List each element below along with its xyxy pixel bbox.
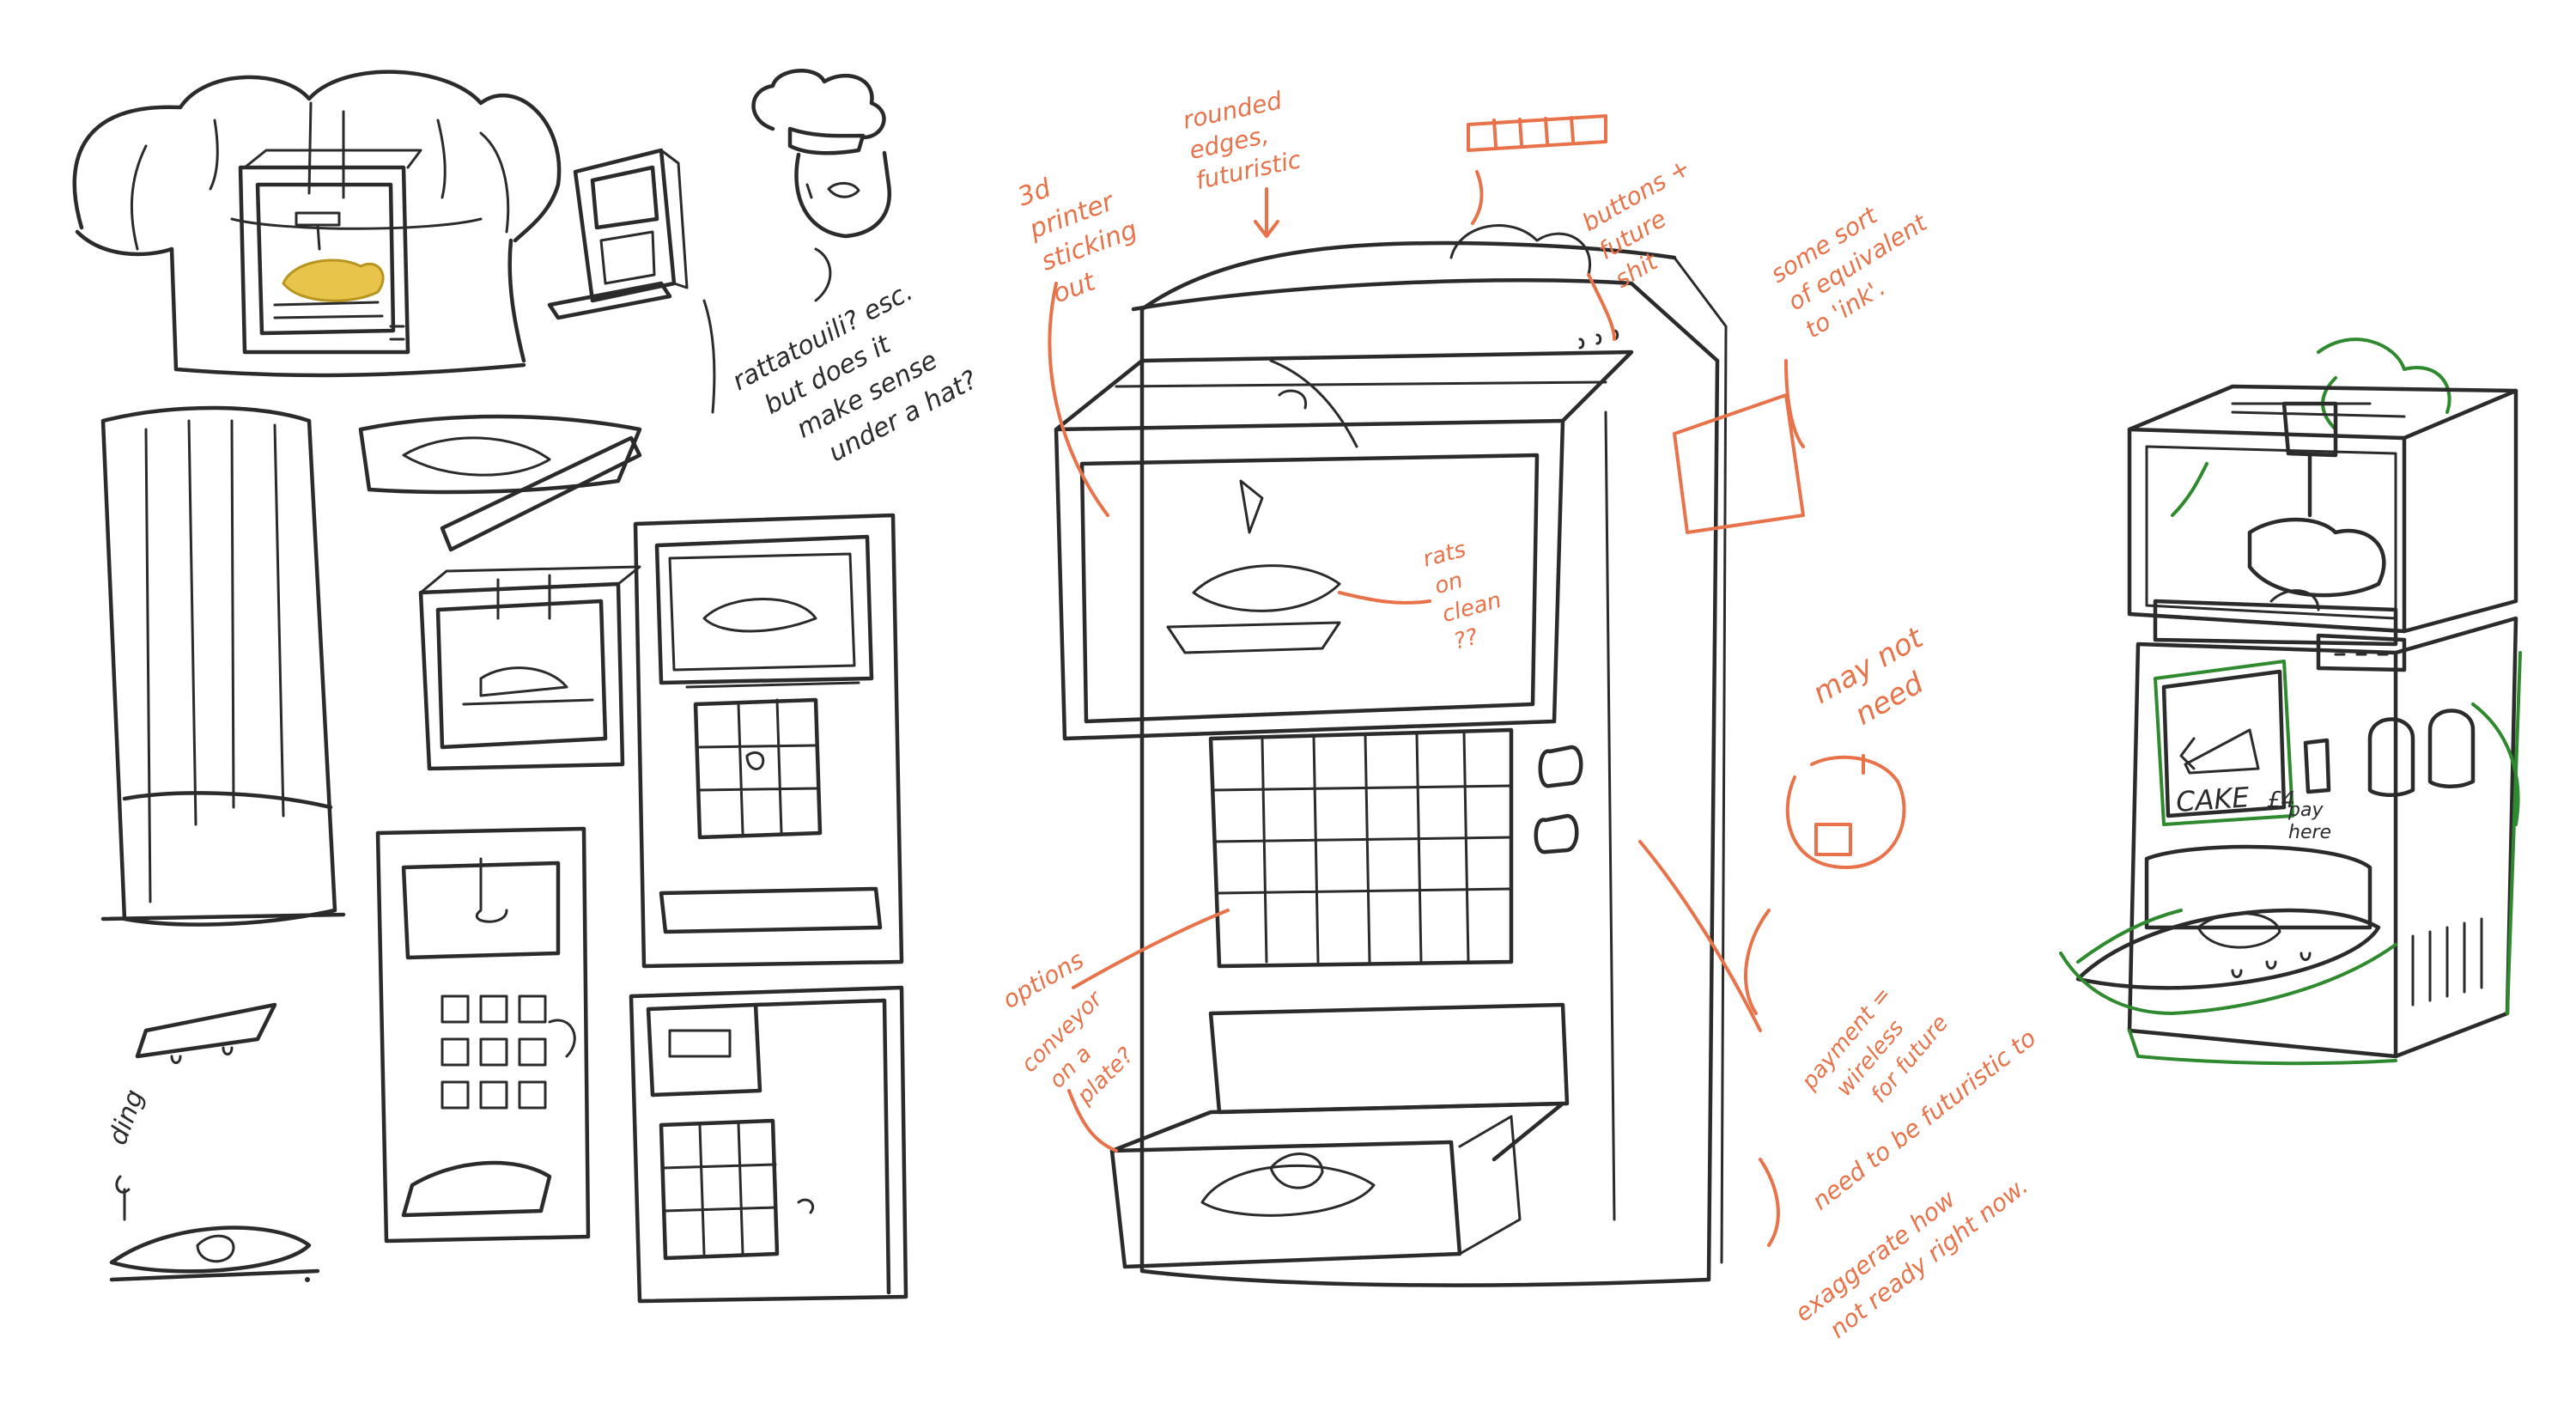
note-exaggerate: exaggerate how not ready right now. (1789, 1145, 2033, 1354)
pay-here-label: pay here (2287, 800, 2331, 843)
ink-dot (305, 1277, 310, 1282)
note-ratatouille: rattatouili? esc. but does it make sense… (727, 270, 982, 493)
cake-label: CAKE (2175, 781, 2251, 818)
chef-hat-printer-sketch (72, 70, 562, 378)
note-may-not-need: may not need (1807, 616, 1957, 745)
ding-plate-sketch: ding (103, 1086, 320, 1282)
mini-vending-sketch (547, 148, 689, 320)
plate-knife-sketch (358, 414, 642, 552)
green-vending-printer-render: CAKE £4 pay here (2059, 338, 2522, 1066)
price-label: £4 (2267, 788, 2295, 813)
stacked-vending-sketch (629, 985, 908, 1304)
note-ink-equivalent: some sort of equivalent to 'ink'. (1765, 177, 1955, 344)
printer-box-sketch (418, 565, 641, 771)
tiny-tray-sketch (135, 1002, 277, 1064)
note-buttons: buttons + future shit (1577, 149, 1735, 294)
note-rats-on-clean: rats on clean ?? (1420, 529, 1519, 657)
note-printer-sticking-out: 3d printer sticking out (1013, 148, 1161, 310)
chef-character-sketch (751, 69, 891, 302)
note-conveyor: conveyor on a plate? (1017, 982, 1157, 1122)
drape-sketch (100, 405, 346, 927)
main-vending-machine-sketch (1054, 224, 1728, 1287)
note-rounded-edges: rounded edges, futuristic (1181, 84, 1305, 195)
note-ding: ding (103, 1086, 150, 1148)
keypad-vending-sketch (375, 826, 591, 1244)
window-vending-sketch (633, 513, 904, 969)
